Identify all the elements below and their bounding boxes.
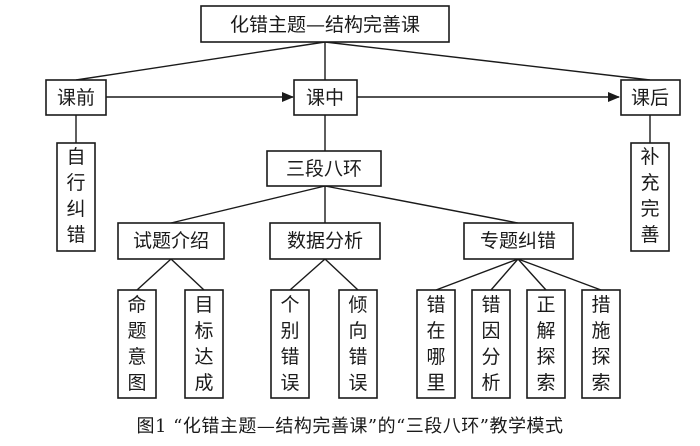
connectors [75,41,651,291]
segment-1-to-step-2-line [170,258,205,291]
step-text: 正解探索 [536,294,555,394]
title-to-after-line [324,41,651,81]
after-detail-text: 补充完善 [640,146,659,246]
step-box: 个别错误 [270,289,310,399]
title-box: 化错主题—结构完善课 [200,5,450,43]
stage-during-box: 课中 [293,79,358,116]
title-text: 化错主题—结构完善课 [230,14,420,36]
step-box: 命题意图 [117,289,157,399]
segment-1-label: 试题介绍 [133,230,209,252]
step-text: 错在哪里 [426,294,445,394]
core-box: 三段八环 [266,150,382,187]
step-text: 目标达成 [194,294,213,394]
stage-after-box: 课后 [620,79,681,116]
segment-3-to-step-4-line [517,258,602,291]
step-box: 错因分析 [471,289,511,399]
stage-before-box: 课前 [45,79,107,116]
stage-after-label: 课后 [631,87,669,109]
after-detail-box: 补充完善 [630,142,670,252]
segment-3-to-step-1-line [435,258,519,291]
segment-2-to-step-2-line [324,258,359,291]
segment-3-to-step-3-line [517,258,547,291]
segment-1-to-step-1-line [136,258,172,291]
step-text: 命题意图 [127,294,146,394]
segment-3-label: 专题纠错 [480,230,556,252]
step-text: 错因分析 [481,294,500,394]
core-text: 三段八环 [286,158,362,180]
segment-3-box: 专题纠错 [463,222,574,260]
step-box: 错在哪里 [416,289,456,399]
before-detail-text: 自行纠错 [66,146,85,246]
segment-2-box: 数据分析 [269,222,381,260]
step-box: 措施探索 [581,289,621,399]
step-box: 正解探索 [526,289,566,399]
step-text: 倾向错误 [348,294,367,394]
before-detail-box: 自行纠错 [56,142,96,252]
segment-2-label: 数据分析 [287,230,363,252]
stage-before-label: 课前 [57,87,95,109]
segment-2-to-step-1-line [289,258,326,291]
stage-during-label: 课中 [306,87,344,109]
step-text: 个别错误 [280,294,299,394]
step-box: 目标达成 [184,289,224,399]
segment-3-to-step-2-line [490,258,519,291]
step-text: 措施探索 [591,294,610,394]
figure-caption: 图1 “化错主题—结构完善课”的“三段八环”教学模式 [136,416,564,437]
step-box: 倾向错误 [338,289,378,399]
segment-1-box: 试题介绍 [117,222,225,260]
core-to-segment-3-line [324,185,519,224]
teaching-mode-diagram: 化错主题—结构完善课 课前 课中 课后 自行纠错 补充完善 三段八环 试题介绍 … [45,5,681,399]
core-to-segment-1-line [170,185,326,224]
title-to-before-line [75,41,326,81]
